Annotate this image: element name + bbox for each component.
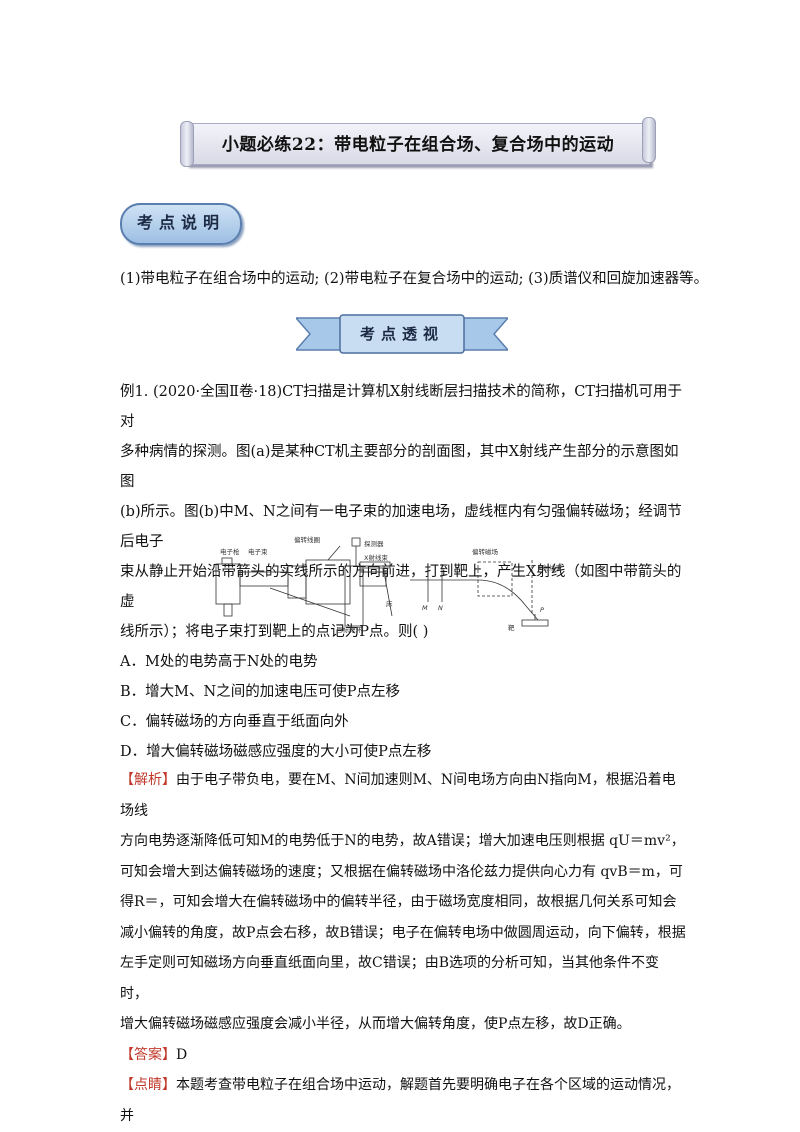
analysis-line: 由于电子带负电，要在M、N间加速则M、N间电场方向由N指向M，根据沿着电场线	[120, 772, 676, 819]
title-banner: 小题必练22：带电粒子在组合场、复合场中的运动	[180, 117, 656, 169]
fig-label: X射线束	[538, 563, 562, 572]
example-line: 线所示）；将电子束打到靶上的点记为P点。则( )	[120, 624, 429, 640]
fig-label: 靶	[508, 623, 515, 632]
answer-value: D	[176, 1046, 188, 1063]
analysis-line: 方向电势逐渐降低可知M的电势低于N的电势，故A错误；增大加速电压则根据 qU＝m…	[120, 833, 685, 849]
answer-options: A．M处的电势高于N处的电势 B．增大M、N之间的加速电压可使P点左移 C．偏转…	[120, 647, 431, 767]
ct-diagram-figure: 偏转线圈 电子枪 电子束 探测器 X射线束 床 目标靶环 偏转磁场 X射线束 M…	[215, 536, 562, 634]
analysis-tag: 【解析】	[120, 772, 176, 788]
scroll-curl-left	[180, 121, 194, 167]
analysis-line: 得R＝，可知会增大在偏转磁场中的偏转半径，由于磁场宽度相同，故根据几何关系可知会	[120, 894, 677, 910]
example-line: 例1. (2020·全国Ⅱ卷·18)CT扫描是计算机X射线断层扫描技术的简称，C…	[120, 384, 683, 430]
analysis-line: 左手定则可知磁场方向垂直纸面向里，故C错误；由B选项的分析可知，当其他条件不变时…	[120, 955, 659, 1002]
fig-label: P	[540, 606, 544, 614]
section-badge-kaodian-shuoming: 考点说明	[120, 203, 242, 245]
figure-a-labels: 偏转线圈 电子枪 电子束 探测器 X射线束 床 目标靶环	[220, 536, 393, 634]
answer-line: 【答案】D	[120, 1040, 686, 1071]
figure-b-xray-schematic	[410, 560, 549, 627]
example-line: (b)所示。图(b)中M、N之间有一电子束的加速电场，虚线框内有匀强偏转磁场；经…	[120, 504, 682, 550]
analysis-line: 可知会增大到达偏转磁场的速度；又根据在偏转磁场中洛伦兹力提供向心力有 qvB＝m…	[120, 863, 683, 880]
analysis-section: 【解析】由于电子带负电，要在M、N间加速则M、N间电场方向由N指向M，根据沿着电…	[120, 765, 686, 1131]
comment-line: 【点睛】本题考查带电粒子在组合场中运动，解题首先要明确电子在各个区域的运动情况，…	[120, 1070, 686, 1131]
example-line: 多种病情的探测。图(a)是某种CT机主要部分的剖面图，其中X射线产生部分的示意图…	[120, 444, 679, 490]
example-question: 例1. (2020·全国Ⅱ卷·18)CT扫描是计算机X射线断层扫描技术的简称，C…	[120, 377, 686, 647]
section-badge-kaodian-toushi: 考点透视	[296, 314, 508, 354]
fig-label: X射线束	[364, 553, 388, 562]
figure-a-ct-section	[215, 537, 393, 627]
analysis-line: 增大偏转磁场磁感应强度会减小半径，从而增大偏转角度，使P点左移，故D正确。	[120, 1016, 631, 1032]
option-c: C．偏转磁场的方向垂直于纸面向外	[120, 714, 349, 730]
option-a: A．M处的电势高于N处的电势	[120, 654, 318, 670]
fig-label: 床	[386, 599, 393, 608]
fig-label: 目标靶环	[336, 625, 363, 634]
scroll-curl-right	[642, 117, 656, 163]
option-d: D．增大偏转磁场磁感应强度的大小可使P点左移	[120, 744, 432, 760]
ribbon-shape	[296, 314, 508, 354]
fig-label: 探测器	[364, 539, 384, 548]
comment-tag: 【点睛】	[120, 1077, 176, 1093]
answer-tag: 【答案】	[120, 1046, 176, 1063]
figure-b-labels: 偏转磁场 X射线束 M N P 靶	[422, 547, 562, 632]
page-title: 小题必练22：带电粒子在组合场、复合场中的运动	[221, 135, 615, 155]
fig-label: 偏转磁场	[472, 547, 499, 556]
fig-label: 电子束	[248, 547, 268, 556]
fig-label: M	[422, 604, 428, 612]
option-b: B．增大M、N之间的加速电压可使P点左移	[120, 684, 400, 700]
intro-text: (1)带电粒子在组合场中的运动; (2)带电粒子在复合场中的运动; (3)质谱仪…	[120, 271, 709, 287]
section-badge-label: 考点透视	[359, 325, 444, 343]
comment-text: 本题考查带电粒子在组合场中运动，解题首先要明确电子在各个区域的运动情况，并	[120, 1077, 680, 1124]
example-line: 束从静止开始沿带箭头的实线所示的方向前进，打到靶上，产生X射线（如图中带箭头的虚	[120, 564, 682, 610]
fig-label: 电子枪	[220, 547, 240, 556]
fig-label: 偏转线圈	[294, 536, 320, 544]
fig-label: N	[438, 604, 443, 612]
analysis-line: 减小偏转的角度，故P点会右移，故B错误；电子在偏转电场中做圆周运动，向下偏转，根…	[120, 924, 686, 941]
